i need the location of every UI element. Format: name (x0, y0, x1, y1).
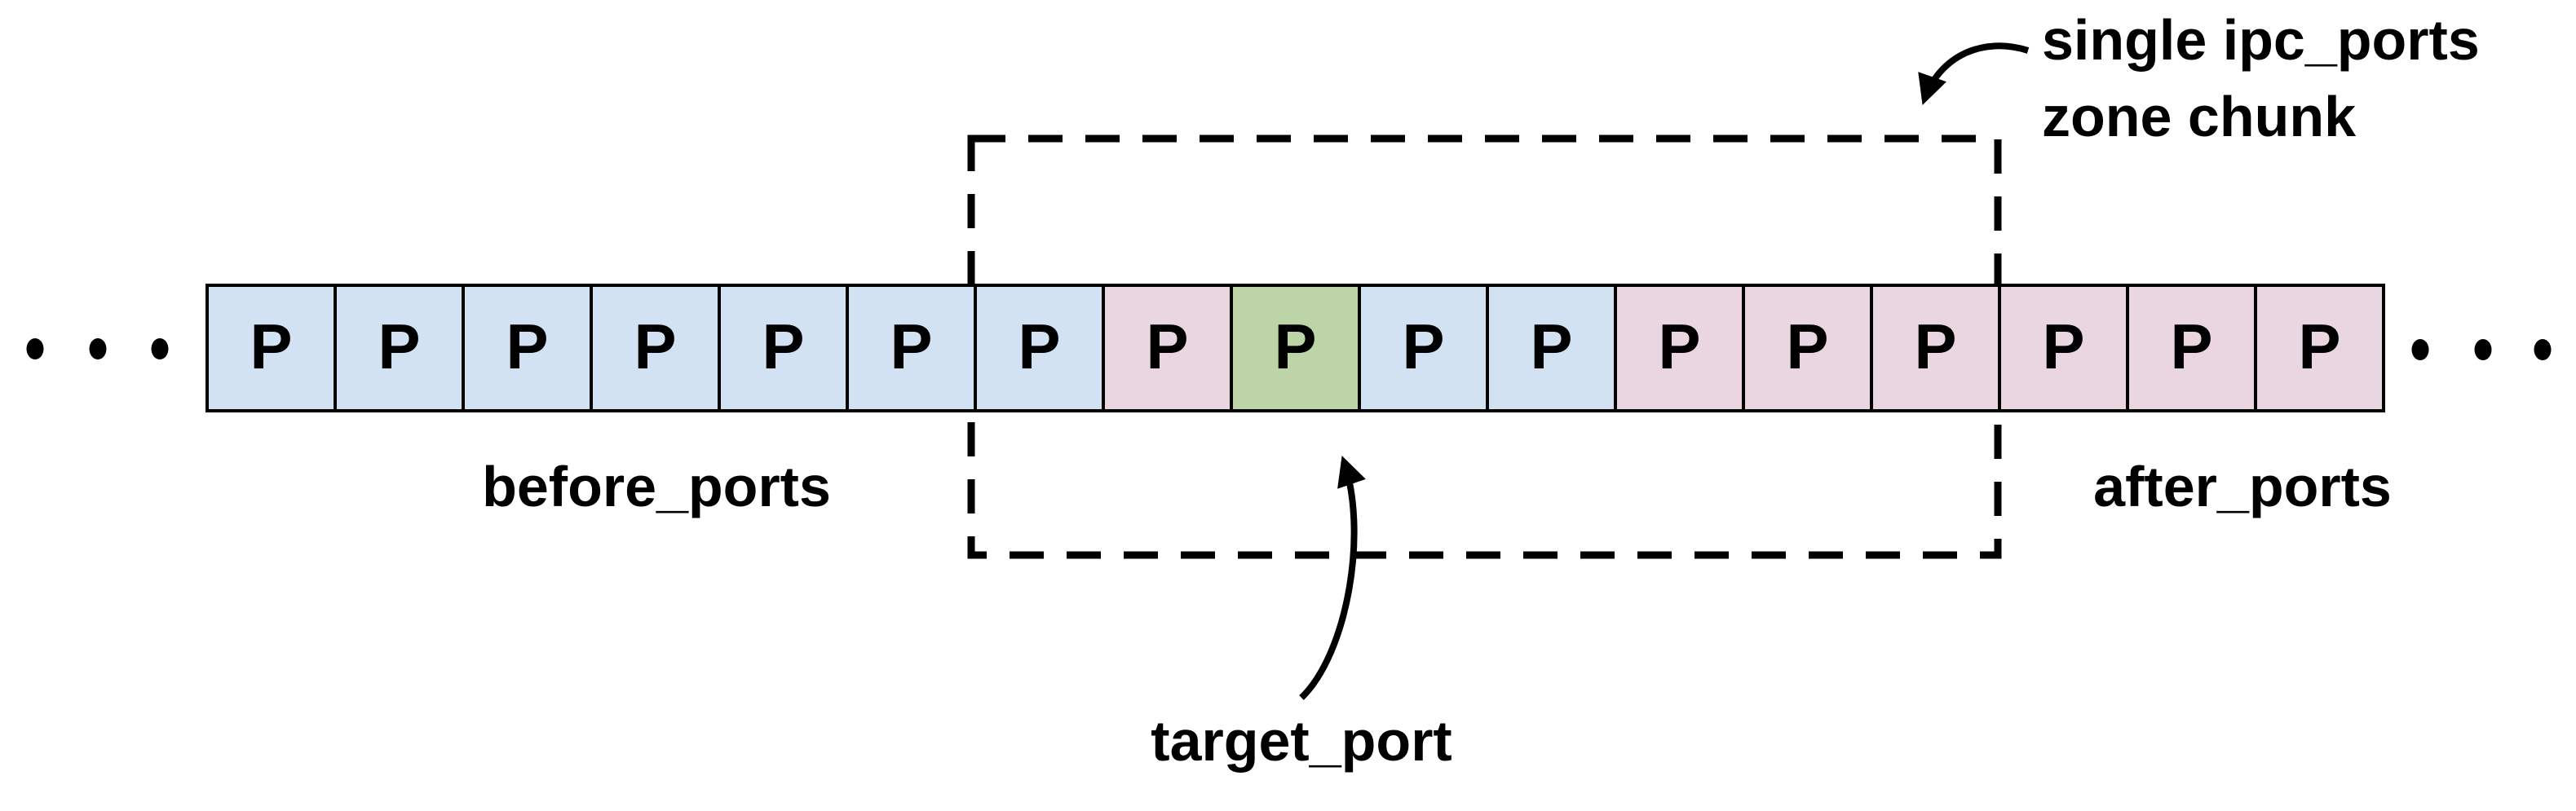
port-cell-letter: P (2298, 311, 2341, 382)
port-cell-letter: P (634, 311, 677, 382)
port-cell-8: P (1105, 287, 1233, 409)
port-cell-letter: P (2042, 311, 2085, 382)
port-cell-4: P (593, 287, 721, 409)
port-cell-letter: P (1914, 311, 1957, 382)
port-cell-13: P (1745, 287, 1873, 409)
port-cell-letter: P (378, 311, 421, 382)
port-cell-letter: P (1786, 311, 1829, 382)
port-cell-letter: P (1530, 311, 1573, 382)
port-cell-target: P (1233, 287, 1361, 409)
zone-chunk-annotation-line1: single ipc_ports (2042, 8, 2480, 72)
port-cell-letter: P (2170, 311, 2213, 382)
port-row: P P P P P P P P P P P P P P P P P (205, 284, 2385, 412)
port-cell-letter: P (1274, 311, 1317, 382)
zone-chunk-annotation: single ipc_ports zone chunk (2042, 2, 2480, 155)
port-cell-15: P (2001, 287, 2129, 409)
zone-chunk-annotation-line2: zone chunk (2042, 85, 2357, 148)
port-cell-3: P (465, 287, 593, 409)
port-cell-16: P (2129, 287, 2257, 409)
port-cell-2: P (337, 287, 465, 409)
target-port-label: target_port (1151, 709, 1452, 773)
before-ports-label: before_ports (482, 455, 831, 518)
port-cell-letter: P (1402, 311, 1445, 382)
port-cell-6: P (849, 287, 977, 409)
after-ports-label: after_ports (2093, 455, 2392, 518)
port-cell-11: P (1489, 287, 1617, 409)
port-cell-letter: P (1018, 311, 1061, 382)
port-cell-7: P (977, 287, 1105, 409)
ellipsis-dots-left (26, 338, 169, 359)
port-cell-letter: P (506, 311, 549, 382)
zone-chunk-arrow (1918, 42, 2030, 105)
port-cell-10: P (1361, 287, 1489, 409)
port-cell-14: P (1873, 287, 2001, 409)
ellipsis-dots-right (2411, 339, 2552, 360)
port-cell-letter: P (250, 311, 293, 382)
port-cell-letter: P (1658, 311, 1701, 382)
port-cell-letter: P (1146, 311, 1189, 382)
port-cell-12: P (1617, 287, 1745, 409)
port-cell-letter: P (890, 311, 933, 382)
port-cell-1: P (209, 287, 337, 409)
port-cell-5: P (721, 287, 849, 409)
port-cell-letter: P (762, 311, 805, 382)
port-cell-17: P (2257, 287, 2382, 409)
target-port-arrow (1299, 456, 1366, 700)
